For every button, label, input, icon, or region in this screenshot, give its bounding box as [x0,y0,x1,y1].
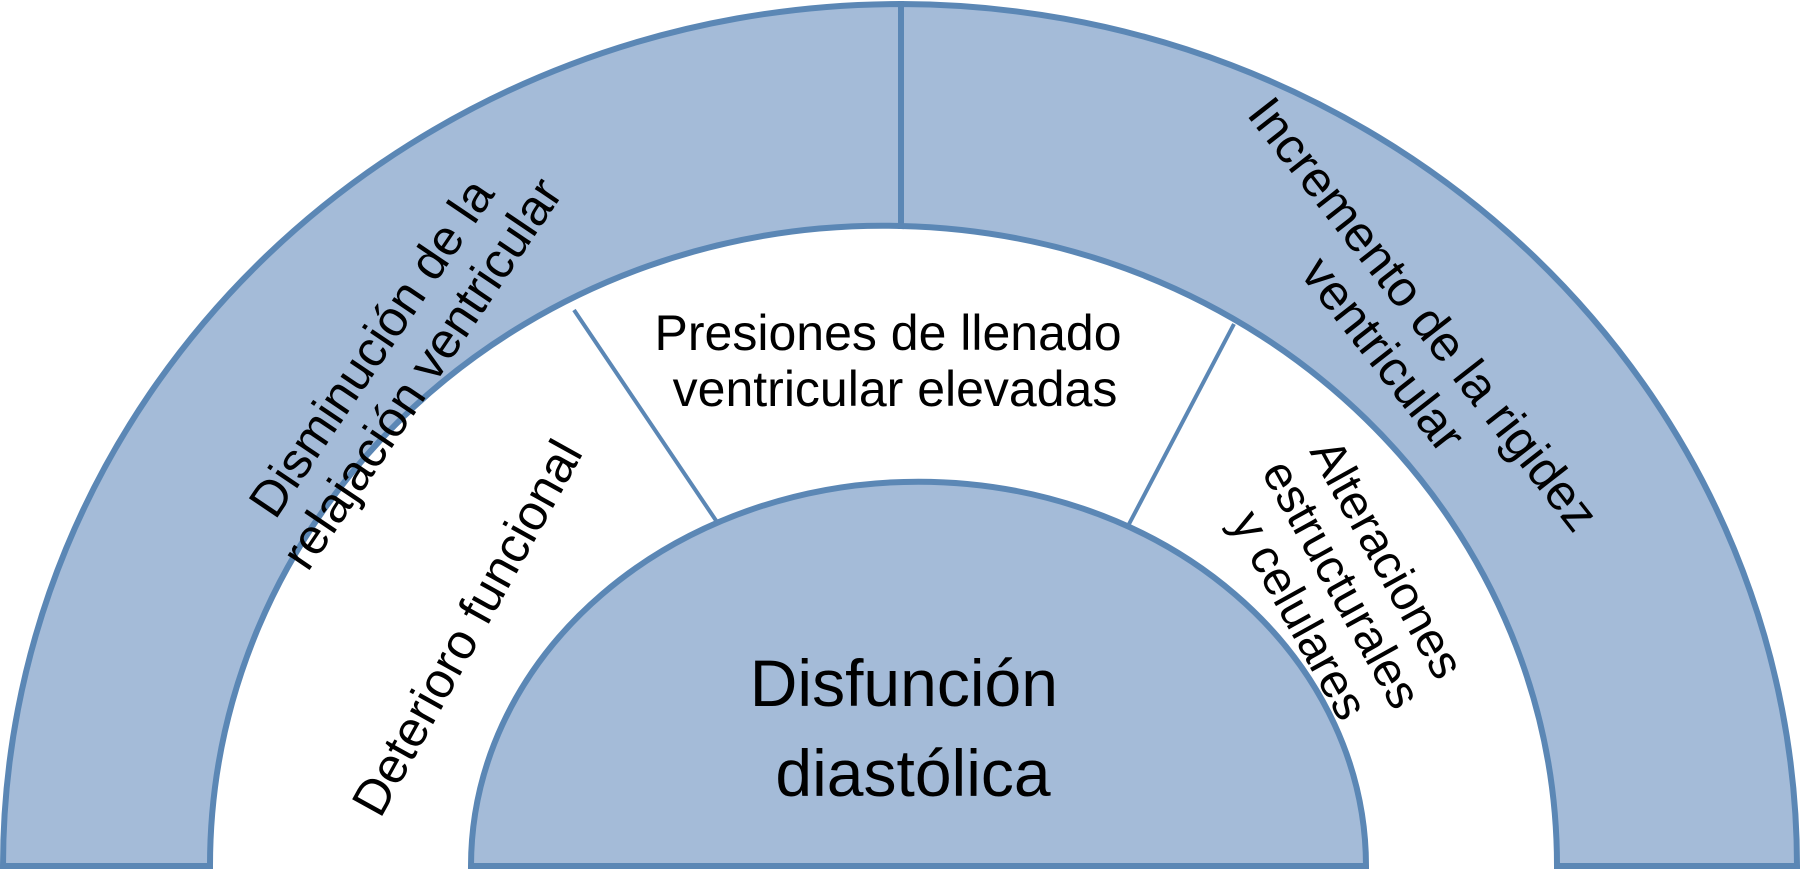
center-label: Disfunción diastólica [750,646,1077,810]
middle-top-label: Presiones de llenado ventricular elevada… [655,305,1136,417]
outer-band-right [898,0,1800,869]
divider-left [572,308,719,524]
outer-band-left [0,0,904,869]
center-semicircle [467,478,1370,869]
divider-right [1126,323,1236,527]
